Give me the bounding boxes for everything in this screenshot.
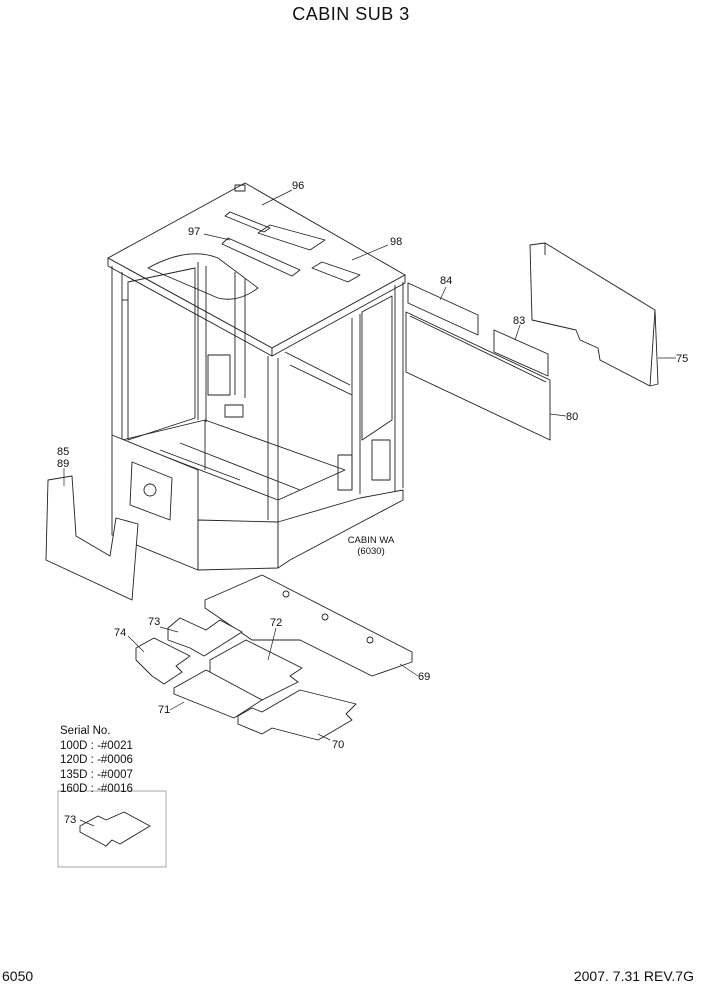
page-title: CABIN SUB 3 bbox=[292, 4, 410, 24]
part-71-mat bbox=[173, 669, 263, 719]
serial-row: 120D : -#0006 bbox=[60, 754, 133, 766]
callout-74: 74 bbox=[114, 627, 127, 639]
callout-73: 73 bbox=[148, 616, 161, 628]
callout-75: 75 bbox=[676, 353, 689, 365]
cabin-note-line2: (6030) bbox=[357, 546, 385, 557]
callout-70: 70 bbox=[332, 739, 345, 751]
part-73-mat bbox=[167, 617, 243, 657]
part-75-panel bbox=[529, 242, 659, 387]
part-74-mat bbox=[135, 637, 191, 685]
serial-row: 100D : -#0021 bbox=[60, 739, 133, 752]
part-84-trim bbox=[407, 282, 479, 336]
part-70-mat bbox=[237, 689, 357, 741]
cabin-reference-note: CABIN WA (6030) bbox=[340, 535, 402, 557]
serial-row: 160D : -#0016 bbox=[60, 783, 133, 795]
cabin-assembly bbox=[107, 182, 406, 571]
part-85-89-seal bbox=[45, 475, 139, 601]
serial-number-block: Serial No. 100D : -#0021 120D : -#0006 1… bbox=[60, 724, 133, 797]
callout-71: 71 bbox=[158, 704, 171, 716]
serial-row: 135D : -#0007 bbox=[60, 768, 133, 781]
callout-84: 84 bbox=[440, 275, 453, 287]
callout-83: 83 bbox=[513, 315, 526, 327]
callout-72: 72 bbox=[270, 617, 283, 629]
date-revision: 2007. 7.31 REV.7G bbox=[573, 968, 694, 984]
callout-80: 80 bbox=[566, 411, 579, 423]
cabin-note-line1: CABIN WA bbox=[347, 535, 395, 546]
part-69-mat bbox=[204, 574, 413, 677]
callout-85: 85 bbox=[57, 446, 70, 458]
leader-lines bbox=[63, 189, 676, 827]
part-73-inset-mat bbox=[79, 811, 151, 847]
part-83-panel bbox=[493, 329, 549, 377]
serial-inset-box bbox=[57, 790, 167, 868]
page-number: 6050 bbox=[2, 968, 34, 984]
callout-98: 98 bbox=[390, 236, 403, 248]
callout-89: 89 bbox=[57, 458, 70, 470]
callout-96: 96 bbox=[292, 180, 305, 192]
part-80-panel bbox=[405, 311, 551, 441]
callout-69: 69 bbox=[418, 671, 431, 683]
serial-heading: Serial No. bbox=[60, 725, 111, 737]
callout-73-inset: 73 bbox=[64, 814, 77, 826]
callout-97: 97 bbox=[188, 226, 201, 238]
